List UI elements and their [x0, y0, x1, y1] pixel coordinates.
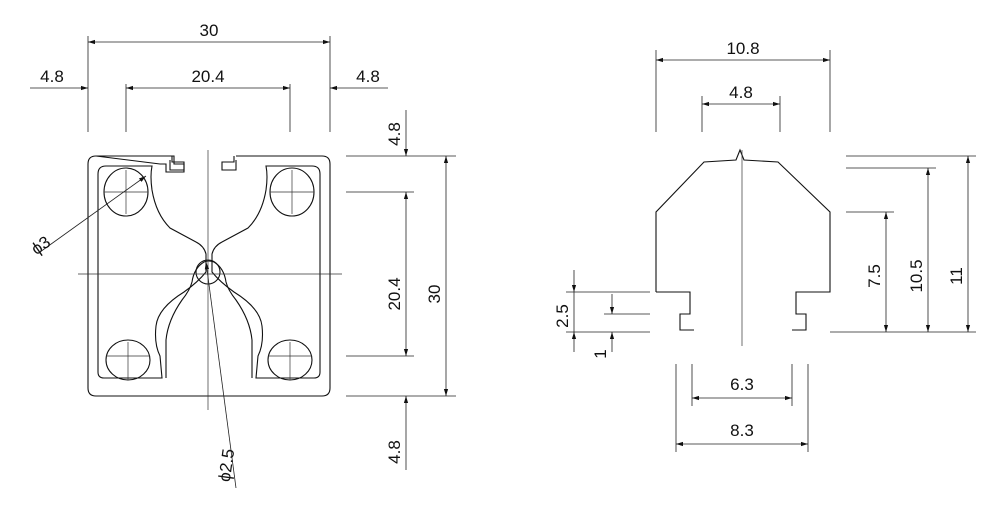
- dim-slot-lip1: 1: [591, 349, 610, 358]
- profile-front-view: 30 4.8 20.4 4.8 4.8 20.4 4.8 30 ϕ3 ϕ2.5: [28, 21, 456, 489]
- dim-top-margin: 4.8: [385, 122, 404, 146]
- dim-slot-lip25: 2.5: [553, 304, 572, 328]
- dim-center-span: 20.4: [191, 67, 224, 86]
- dim-slot-h11: 11: [947, 267, 966, 285]
- dim-slot-h75: 7.5: [865, 264, 884, 288]
- left-chamber: [97, 165, 207, 379]
- dim-bottom-margin: 4.8: [385, 440, 404, 464]
- dim-center-height: 20.4: [385, 277, 404, 310]
- dim-right-margin: 4.8: [356, 67, 380, 86]
- dim-left-margin: 4.8: [40, 67, 64, 86]
- dim-overall-width: 30: [200, 21, 219, 40]
- dim-slot-inner-width: 6.3: [730, 375, 754, 394]
- profile-outer-shape: [87, 155, 331, 397]
- dim-center-diameter: ϕ2.5: [215, 447, 238, 482]
- slot-outline: [655, 148, 831, 331]
- slot-detail-view: 10.8 4.8 6.3 8.3 7.5 10.5 11 2.5: [553, 39, 976, 452]
- dim-slot-h105: 10.5: [907, 259, 926, 292]
- dim-slot-outer-width: 8.3: [730, 421, 754, 440]
- right-chamber: [211, 165, 321, 379]
- center-chamber: [165, 260, 253, 378]
- dim-slot-tip-width: 4.8: [729, 83, 753, 102]
- dim-hole-diameter: ϕ3: [28, 232, 54, 258]
- profile-outline: [95, 155, 185, 173]
- slot-outline-left-foot: [656, 291, 694, 331]
- dim-overall-height: 30: [425, 285, 444, 304]
- dim-slot-top-width: 10.8: [726, 39, 759, 58]
